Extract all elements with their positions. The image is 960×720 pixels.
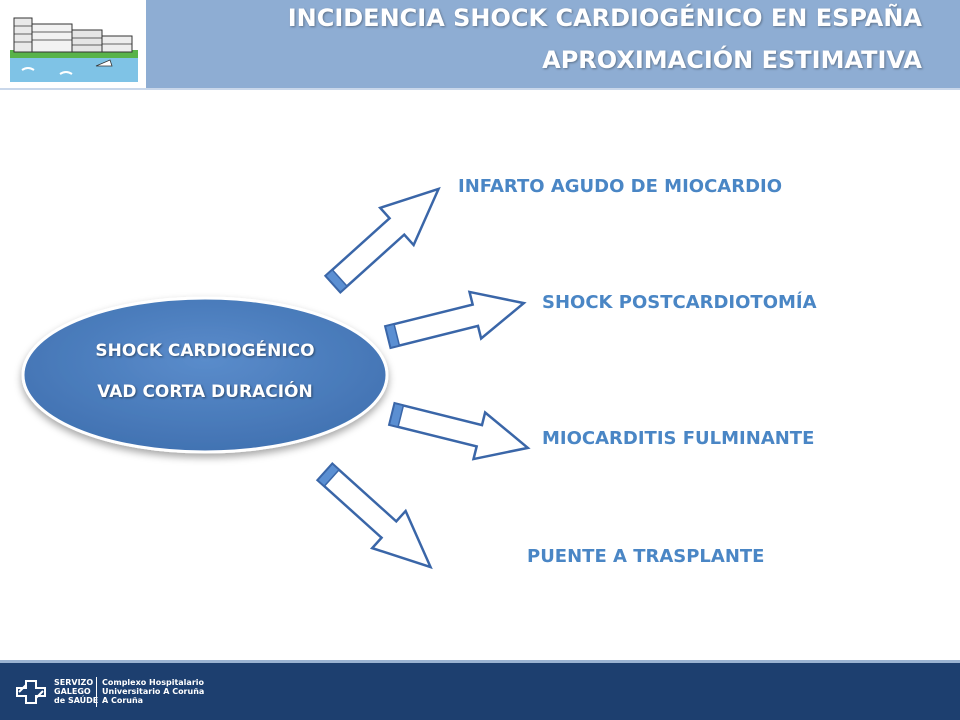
title-bar: INCIDENCIA SHOCK CARDIOGÉNICO EN ESPAÑA … xyxy=(0,0,960,88)
arrow-infarto xyxy=(323,186,441,294)
title-line-2: APROXIMACIÓN ESTIMATIVA xyxy=(542,46,922,74)
footer-org-right-3: A Coruña xyxy=(102,696,144,705)
center-ellipse xyxy=(21,296,389,454)
diagram-canvas xyxy=(21,186,531,570)
footer-org-right-1: Complexo Hospitalario xyxy=(102,678,205,687)
target-infarto-label: INFARTO AGUDO DE MIOCARDIO xyxy=(458,176,783,197)
footer-org-left-1: SERVIZO xyxy=(54,678,94,687)
footer-divider xyxy=(0,660,960,663)
center-label-line-1: SHOCK CARDIOGÉNICO xyxy=(95,341,315,361)
arrow-postcardiotomia xyxy=(383,290,527,350)
footer-org-right-2: Universitario A Coruña xyxy=(102,687,205,696)
arrow-miocarditis xyxy=(387,401,531,461)
target-puente-label: PUENTE A TRASPLANTE xyxy=(527,546,765,567)
title-line-1: INCIDENCIA SHOCK CARDIOGÉNICO EN ESPAÑA xyxy=(287,4,922,32)
center-label-line-2: VAD CORTA DURACIÓN xyxy=(97,382,313,402)
footer-org-left-2: GALEGO xyxy=(54,687,91,696)
sergas-cross-icon xyxy=(16,680,46,704)
footer-vertical-divider xyxy=(96,677,97,707)
hospital-logo xyxy=(0,0,146,88)
target-miocarditis-label: MIOCARDITIS FULMINANTE xyxy=(542,428,815,449)
footer-org-left-3: de SAÚDE xyxy=(54,696,99,705)
footer-bar: SERVIZO GALEGO de SAÚDE Complexo Hospita… xyxy=(0,663,960,720)
arrow-puente xyxy=(315,462,433,570)
header-divider xyxy=(0,88,960,90)
target-postcardiotomia-label: SHOCK POSTCARDIOTOMÍA xyxy=(542,292,817,313)
